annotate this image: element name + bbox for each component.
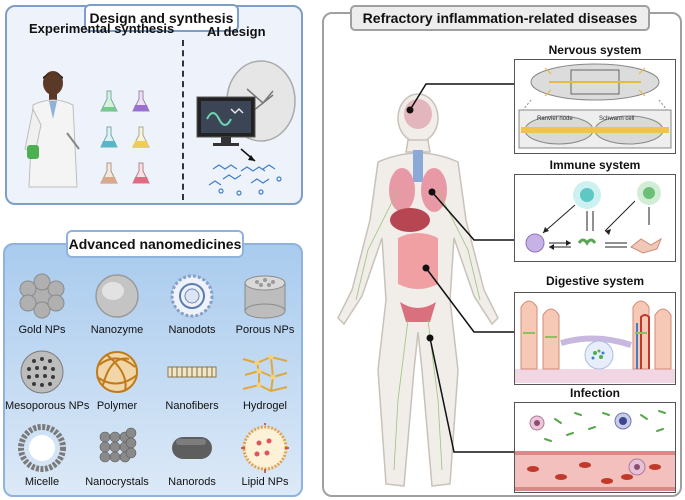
- nano-label-gold-nps: Gold NPs: [18, 324, 66, 336]
- experimental-synthesis-label: Experimental synthesis: [29, 21, 175, 36]
- infection-illustration: [515, 410, 675, 491]
- nano-item-micelle: Micelle: [5, 423, 79, 488]
- nano-label-micelle: Micelle: [24, 476, 60, 488]
- polymer-icon: [96, 351, 138, 393]
- nano-item-nanocrystals: Nanocrystals: [80, 423, 154, 488]
- nano-item-nanozyme: Nanozyme: [80, 271, 154, 336]
- nano-item-lipid-nps: Lipid NPs: [228, 423, 302, 488]
- porous-nps-icon: [244, 275, 286, 319]
- nervous-sublabel-schwann: Schwann cell: [599, 116, 634, 122]
- immune-cells-illustration: [525, 181, 663, 254]
- hydrogel-icon: [242, 354, 288, 393]
- nano-label-porous-nps: Porous NPs: [235, 324, 295, 336]
- immune-system-label: Immune system: [549, 158, 641, 172]
- nervous-system-label: Nervous system: [548, 43, 642, 57]
- flask-icons: [100, 90, 150, 184]
- infection-label: Infection: [570, 386, 620, 400]
- section-divider: [182, 40, 184, 200]
- nano-label-nanozyme: Nanozyme: [90, 324, 144, 336]
- gold-nps-icon: [19, 273, 65, 319]
- neuron-illustration: Ranvier node Schwann cell: [518, 63, 672, 149]
- nano-label-lipid-nps: Lipid NPs: [241, 476, 289, 488]
- infection-box: [514, 402, 676, 493]
- ai-design-label: AI design: [207, 24, 266, 39]
- design-synthesis-title: Design and synthesis: [84, 4, 239, 32]
- diseases-panel: Refractory inflammation-related diseases: [322, 5, 682, 497]
- nano-label-hydrogel: Hydrogel: [242, 400, 288, 412]
- nano-label-polymer: Polymer: [96, 400, 138, 412]
- digestive-system-label: Digestive system: [545, 274, 645, 288]
- nano-label-nanorods: Nanorods: [168, 476, 216, 488]
- nanofibers-icon: [167, 366, 217, 378]
- design-synthesis-panel: Design and synthesis Experimental synthe…: [5, 4, 303, 205]
- lipid-nps-icon: [241, 423, 289, 473]
- nanorods-icon: [172, 437, 212, 459]
- immune-system-box: [514, 174, 676, 262]
- nano-label-nanocrystals: Nanocrystals: [85, 476, 149, 488]
- connector-lines: [406, 83, 514, 453]
- nano-label-nanodots: Nanodots: [168, 324, 216, 336]
- nano-item-mesoporous-nps: Mesoporous NPs: [5, 347, 90, 412]
- nanomedicines-panel: Advanced nanomedicines Gold NPs Nanozyme…: [3, 230, 303, 497]
- nanocrystals-icon: [99, 427, 137, 463]
- diseases-title: Refractory inflammation-related diseases: [350, 5, 650, 31]
- nano-label-mesoporous-nps: Mesoporous NPs: [5, 400, 90, 412]
- scientist-icon: [24, 71, 80, 188]
- nervous-sublabel-ranvier: Ranvier node: [537, 116, 573, 122]
- nano-item-gold-nps: Gold NPs: [5, 271, 79, 336]
- nano-item-hydrogel: Hydrogel: [228, 347, 302, 412]
- nano-label-nanofibers: Nanofibers: [165, 400, 219, 412]
- digestive-system-box: [514, 292, 676, 385]
- nano-item-nanodots: Nanodots: [155, 271, 229, 336]
- nanomedicines-title: Advanced nanomedicines: [66, 230, 244, 258]
- nano-item-porous-nps: Porous NPs: [228, 271, 302, 336]
- nano-item-nanofibers: Nanofibers: [155, 347, 229, 412]
- nanozyme-icon: [95, 274, 139, 318]
- nano-item-polymer: Polymer: [80, 347, 154, 412]
- mesoporous-nps-icon: [20, 350, 64, 394]
- micelle-icon: [18, 424, 66, 472]
- nanodots-icon: [170, 274, 214, 318]
- nano-item-nanorods: Nanorods: [155, 423, 229, 488]
- human-body-icon: [337, 93, 499, 487]
- nervous-system-box: Ranvier node Schwann cell: [514, 59, 676, 154]
- intestine-villi-illustration: [515, 300, 675, 383]
- ai-design-illustration: [196, 60, 296, 196]
